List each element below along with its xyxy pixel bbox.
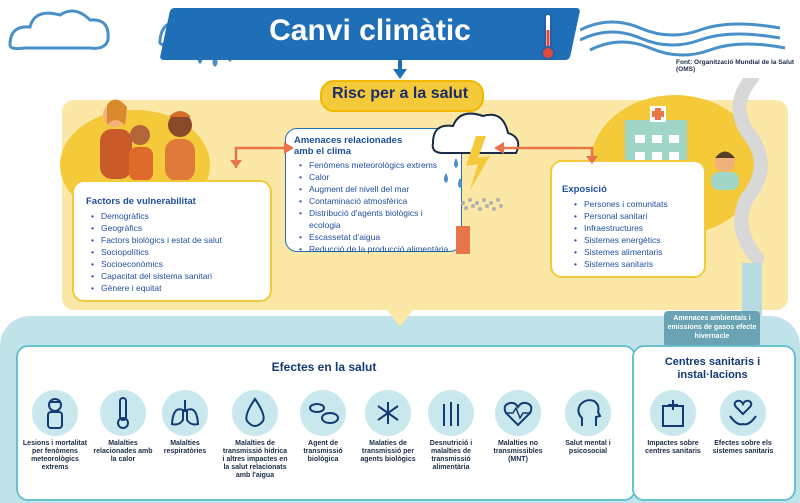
threats-title-line2: amb el clima — [294, 146, 352, 157]
effect-item: Agent de transmissió biològica — [290, 390, 356, 464]
risk-label: Risc per a la salut — [331, 85, 469, 102]
arrow-down-icon — [382, 275, 418, 327]
list-item: Distribució d'agents biològics i ecologi… — [299, 207, 437, 231]
effect-label: Malalties de transmissió hídrica i altre… — [222, 440, 288, 479]
effect-label: Malalties relacionades amb la calor — [93, 440, 153, 463]
list-item: Fenòmens meteorològics extrems — [299, 159, 455, 171]
storm-cloud-icon — [431, 112, 520, 254]
center-item: Impactes sobre centres sanitaris — [640, 390, 706, 456]
page-title: Canvi climàtic — [269, 14, 471, 47]
injured-person-icon — [47, 398, 63, 429]
effect-label: Salut mental i psicosocial — [565, 440, 611, 455]
list-item: Geogràfics — [91, 222, 260, 234]
list-item: Calor — [299, 171, 455, 183]
arrow-down-icon — [393, 58, 407, 79]
list-item: Demogràfics — [91, 210, 260, 222]
mosquito-icon — [377, 402, 399, 424]
list-item: Augment del nivell del mar — [299, 183, 455, 195]
list-item: Sociopolítics — [91, 246, 260, 258]
effect-label: Malalties respiratòries — [163, 440, 207, 455]
heart-icon — [503, 401, 533, 427]
list-item: Gènere i equitat — [91, 282, 260, 294]
center-label: Efectes sobre els sistemes sanitaris — [712, 440, 774, 455]
effects-title: Efectes en la salut — [271, 360, 377, 374]
list-item: Sistemes sanitaris — [574, 258, 698, 270]
effect-item: Malalties respiratòries — [152, 390, 218, 456]
threats-box: Amenaces relacionades amb el clima Fenòm… — [285, 128, 462, 255]
effect-label: Lesions i mortalitat per fenòmens meteor… — [22, 440, 88, 471]
factory-icon — [732, 78, 768, 318]
effect-label: Malalties no transmissibles (MNT) — [493, 440, 543, 463]
list-item: Capacitat del sistema sanitari — [91, 270, 260, 282]
connector-arrows — [230, 142, 598, 168]
effect-item: Malaties de transmissió per agents biolò… — [355, 390, 421, 464]
people-illustration — [100, 99, 195, 181]
list-item: Socioeconòmics — [91, 258, 260, 270]
center-label: Impactes sobre centres sanitaris — [645, 440, 701, 455]
source-note: Font: Organització Mundial de la Salut (… — [676, 59, 795, 73]
water-drop-icon — [245, 397, 265, 427]
wave-icon — [580, 20, 786, 57]
list-item: Reducció de la producció alimentària — [299, 243, 455, 255]
lungs-icon — [170, 400, 200, 426]
vulnerability-title: Factors de vulnerabilitat — [86, 196, 196, 207]
effect-item: Malalties no transmissibles (MNT) — [485, 390, 551, 464]
effect-item: Malalties relacionades amb la calor — [90, 390, 156, 464]
vulnerability-box: Factors de vulnerabilitat Demogràfics Ge… — [72, 180, 272, 302]
risk-pill — [320, 80, 484, 112]
list-item: Escassetat d'aigua — [299, 231, 455, 243]
list-item: Sistemes energètics — [574, 234, 698, 246]
thermometer-icon — [541, 13, 555, 60]
ambient-label: Amenaces ambientals i emissions de gasos… — [664, 311, 760, 347]
animals-icon — [309, 403, 339, 424]
exposure-box: Exposició Persones i comunitats Personal… — [550, 160, 706, 278]
effect-item: Salut mental i psicosocial — [555, 390, 621, 456]
list-item: Contaminació atmosfèrica — [299, 195, 455, 207]
effect-label: Agent de transmissió biològica — [303, 440, 343, 463]
list-item: Infraestructures — [574, 222, 698, 234]
care-hands-icon — [729, 399, 757, 426]
list-item: Personal sanitari — [574, 210, 698, 222]
threats-title-line1: Amenaces relacionades — [294, 135, 403, 146]
effect-item: Malalties de transmissió hídrica i altre… — [222, 390, 288, 480]
wheat-icon — [443, 402, 459, 426]
exposure-title: Exposició — [562, 184, 607, 195]
effect-item: Desnutrició i malalties de transmissió a… — [418, 390, 484, 472]
list-item: Sistemes alimentaris — [574, 246, 698, 258]
effect-label: Malaties de transmissió per agents biolò… — [360, 440, 416, 463]
thermometer-icon — [117, 397, 129, 429]
head-icon — [577, 399, 602, 426]
list-item: Factors biològics i estat de salut — [91, 234, 260, 246]
center-item: Efectes sobre els sistemes sanitaris — [710, 390, 776, 456]
list-item: Persones i comunitats — [574, 198, 698, 210]
hospital-icon — [662, 400, 684, 427]
effect-label: Desnutrició i malalties de transmissió a… — [429, 440, 473, 471]
effect-item: Lesions i mortalitat per fenòmens meteor… — [22, 390, 88, 472]
centers-title: Centres sanitaris i instal·lacions — [664, 356, 761, 381]
